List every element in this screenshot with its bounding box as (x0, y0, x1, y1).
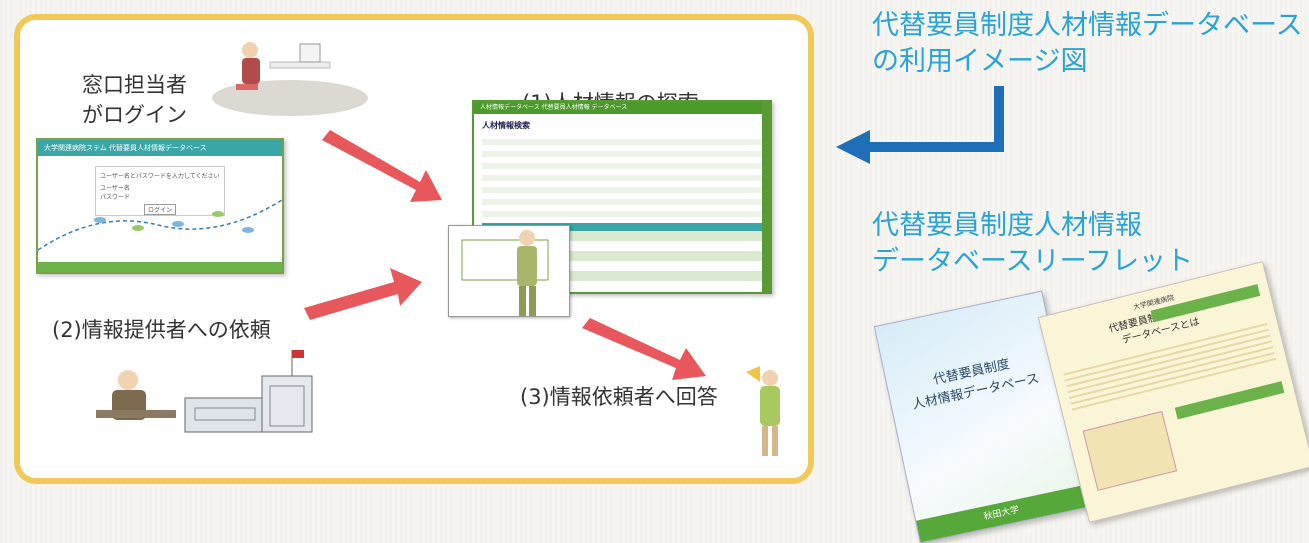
leaflet-title-line2: データベースリーフレット (872, 246, 1194, 277)
db-title-line1: 代替要員制度人材情報データベース (872, 10, 1303, 41)
login-label-line2: がログイン (82, 103, 187, 127)
login-user-label: ユーザー名 (100, 185, 130, 192)
db-image-title: 代替要員制度人材情報データベース の利用イメージ図 (872, 8, 1303, 80)
login-button: ログイン (144, 204, 176, 215)
leaflet-cover-title: 代替要員制度 人材情報データベース (886, 346, 1061, 420)
leaflet-diagram (1082, 410, 1178, 491)
request-label: (2)情報提供者への依頼 (52, 318, 271, 342)
db-title-line2: の利用イメージ図 (872, 46, 1088, 77)
search-screen-header: 人材情報データベース 代替要員人材情報 データベース (474, 102, 770, 114)
search-screen-scrollbar (762, 102, 770, 292)
presentation-board (448, 225, 570, 317)
login-screen-header: 大学関連病院ステム 代替要員人材情報データベース (38, 140, 282, 156)
login-form: ユーザー名とパスワードを入力してください ユーザー名 パスワード ログイン (95, 166, 225, 216)
login-screen: 大学関連病院ステム 代替要員人材情報データベース ユーザー名とパスワードを入力し… (36, 138, 284, 274)
leaflet-title: 代替要員制度人材情報 データベースリーフレット (872, 208, 1193, 280)
leaflet-inner: 大学関連病院 代替要員制度人材情報 データベースとは (1037, 261, 1309, 523)
login-footer-bar (38, 262, 282, 272)
search-screen-title: 人材情報検索 (482, 121, 530, 130)
leaflet-title-line1: 代替要員制度人材情報 (872, 210, 1142, 241)
answer-label: (3)情報依頼者へ回答 (520, 385, 718, 409)
login-prompt: ユーザー名とパスワードを入力してください (100, 173, 220, 180)
leaflet-cover-footer: 秋田大学 (916, 485, 1088, 543)
login-label-line1: 窓口担当者 (82, 73, 187, 97)
login-label: 窓口担当者 がログイン (82, 70, 187, 130)
login-pass-label: パスワード (100, 194, 131, 201)
blue-arrow (836, 86, 1004, 164)
search-form-area (482, 137, 762, 217)
leaflet-green-bar-2 (1174, 381, 1285, 420)
